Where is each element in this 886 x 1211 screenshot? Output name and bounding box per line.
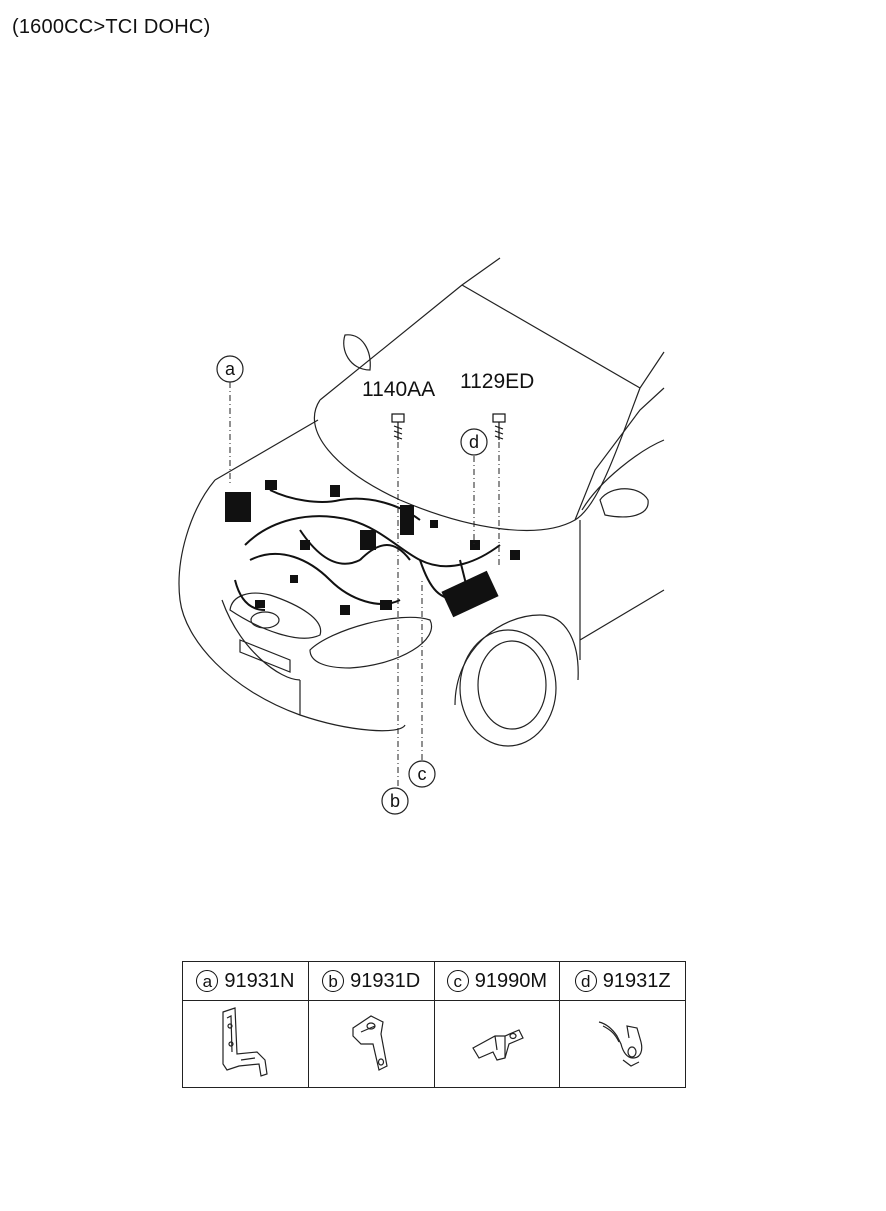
bolt-1129ed-icon [492,413,506,440]
front-fascia-outline [178,419,406,732]
bracket-b-icon [352,1014,388,1071]
callout-b-circle [381,787,409,815]
engine-wiring-harness [234,489,501,611]
callout-b-label: b [390,791,400,811]
emblem-outline [250,611,280,629]
leader-lines [229,382,500,790]
wiring-diagram: a d c b 1140AA 1129ED [178,257,665,815]
part-b-letter: b [322,970,345,992]
part-c-number: 91990M [474,969,548,992]
bolt-1140aa-label: 1140AA [362,378,435,401]
part-a-letter: a [196,970,219,992]
headlamp-outline [309,616,433,669]
callout-d-circle [460,428,488,456]
part-c-letter: c [446,970,469,992]
part-a-illustration [182,1000,309,1088]
bracket-a-icon [222,1006,269,1077]
callout-a-circle [216,355,244,383]
part-b-illustration [307,1000,435,1088]
clip-d-icon [598,1020,642,1067]
grille-outline [229,592,322,639]
license-plate-outline [239,639,291,673]
bolt-1129ed-label: 1129ED [460,370,534,393]
wheel-arch-outline [454,614,579,706]
page-title: (1600CC>TCI DOHC) [12,16,211,38]
callout-c-circle [408,760,436,788]
hood-outline [313,387,641,532]
part-d-number: 91931Z [602,969,671,992]
harness-connectors [225,480,520,618]
part-d-letter: d [574,970,597,992]
part-b-number: 91931D [350,969,421,992]
bolt-1140aa-icon [391,413,405,440]
windshield-outline [319,257,665,401]
callout-d-label: d [469,432,479,452]
right-mirror-outline [599,488,649,518]
part-a-number: 91931N [224,969,295,992]
part-c-illustration [433,1000,561,1088]
callout-a-label: a [225,359,236,379]
side-mirror-outline [343,334,371,371]
front-tire-outline [459,629,557,747]
part-d-illustration [559,1000,686,1088]
body-side-outline [574,387,665,660]
callout-c-label: c [418,764,427,784]
bracket-c-icon [472,1028,524,1061]
front-rim-outline [477,640,547,730]
